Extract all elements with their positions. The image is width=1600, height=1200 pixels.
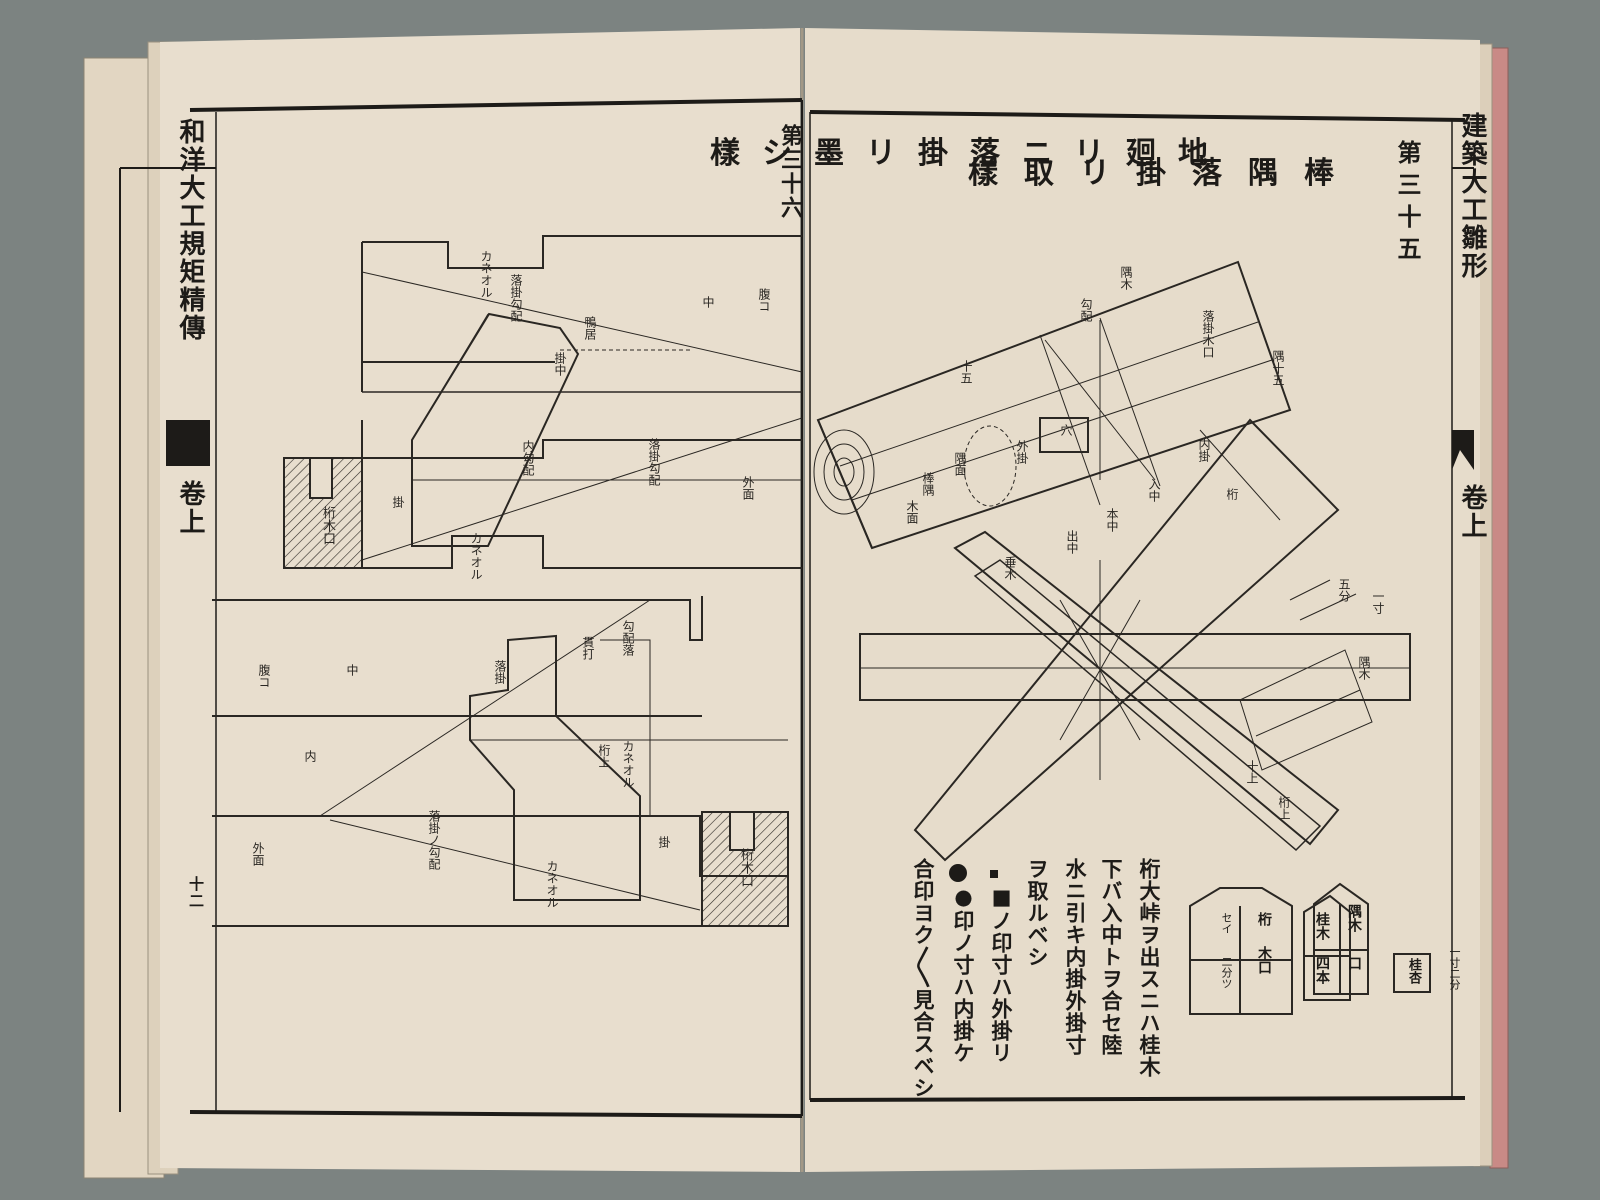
note-line-2: 下バ入中トヲ合セ陸 [1099, 858, 1124, 1056]
label-naka-2: 中 [345, 664, 359, 676]
bullet-circle-icon [949, 864, 967, 882]
spine-mark-right [1452, 430, 1474, 470]
label-ochigakari: 落掛 [493, 660, 507, 684]
cell-sumi-ki: 隅木 [1346, 904, 1362, 932]
note-line-5: ■ノ印寸ハ外掛リ [989, 884, 1014, 1064]
label-sotomen-2: 外面 [251, 842, 265, 866]
book-edge-right [1489, 47, 1509, 1169]
note-line-6: ●印ノ寸ハ内掛ケ [951, 884, 976, 1064]
cell-sei: セイ [1220, 912, 1233, 934]
right-page [805, 28, 1480, 1172]
label-keta: 桁 [1225, 488, 1239, 500]
label-sumi-ki-2: 隅木 [1357, 656, 1371, 680]
left-spine-volume: 卷上 [175, 480, 205, 536]
label-ochigakari-kobai-2: 落掛勾配 [647, 438, 661, 486]
label-kake-2: 掛 [657, 836, 671, 848]
label-jugo-ue: 十上 [1245, 760, 1259, 784]
note-line-7: 合印ヨク〳〵見合スベシ [911, 858, 936, 1099]
cell-taruki: 桂木 [1314, 912, 1330, 940]
right-frame [809, 110, 1474, 1102]
label-ochigakari-kiguchi: 落掛木口 [1201, 310, 1215, 358]
right-spine-volume: 卷上 [1457, 484, 1487, 540]
label-haraku-2: 腹コ [257, 664, 271, 688]
label-sumi-jugo: 隅十五 [1271, 350, 1285, 386]
left-page-number: 第三十六 [777, 124, 803, 220]
cell-kuchi: 口 [1346, 956, 1362, 970]
left-spine-title: 和洋大工規矩精傳 [175, 118, 205, 342]
label-keta-ue: 桁上 [597, 744, 611, 768]
label-kaneori-1: カネオル [479, 250, 493, 298]
label-kake: 掛 [391, 496, 405, 508]
label-sotokake: 外掛 [1015, 440, 1029, 464]
label-nukiuchi: 貫打 [581, 636, 595, 660]
left-page-title: 地廻リニ落掛リ墨シ樣 [710, 136, 1230, 171]
cell-nibu: 二分ツ [1220, 956, 1233, 989]
label-kobai-ochi: 勾配落 [621, 620, 635, 656]
cell-sunbu: 一寸二分 [1448, 946, 1461, 990]
note-line-3: 水ニ引キ内掛外掛寸 [1063, 858, 1088, 1056]
left-frame [119, 98, 803, 1118]
label-kakenaka: 掛中 [553, 352, 567, 376]
label-sumi-ki: 隅木 [1119, 266, 1133, 290]
label-uchi-kake: 内掛 [1197, 438, 1211, 462]
label-bo-sumi: 棒隅 [921, 472, 935, 496]
note-line-1: 桁大峠ヲ出スニハ桂木 [1137, 858, 1162, 1078]
label-jugo: 十五 [959, 360, 973, 384]
label-ochigakari-kobai-3: 落掛ノ勾配 [427, 810, 441, 870]
left-spine-pages: 十二 [187, 876, 205, 910]
label-gobu: 五分 [1337, 578, 1351, 602]
label-naka: 中 [701, 296, 715, 308]
label-kimen: 木面 [905, 500, 919, 524]
right-diagram [813, 260, 1411, 862]
label-kaneori-4: カネオル [545, 860, 559, 908]
right-page-title: 棒隅落掛リ取樣 [968, 156, 1360, 191]
cross-section-diagrams [1189, 882, 1431, 1015]
left-diagram-bottom [212, 596, 788, 927]
label-de-naka: 出中 [1065, 530, 1079, 554]
label-keta-ue: 桁上 [1277, 796, 1291, 820]
label-taruki: 垂木 [1003, 556, 1017, 580]
label-iri-naka: 入中 [1147, 478, 1161, 502]
label-uchi: 内 [303, 750, 317, 762]
cell-yonhon: 四本 [1314, 956, 1330, 984]
label-keta-kiguchi-2: 桁木口 [738, 848, 753, 887]
spine-mark-left [166, 420, 210, 466]
label-kobai: 勾配 [1079, 298, 1093, 322]
label-sotomen: 外面 [741, 476, 755, 500]
label-kamonoi: 鴨居 [583, 316, 597, 340]
cell-kiguchi: 木口 [1256, 946, 1272, 974]
note-line-4: ヲ取ルベシ [1025, 858, 1050, 968]
right-spine-title: 建築大工雛形 [1457, 112, 1487, 280]
label-ana: 穴 [1059, 424, 1073, 436]
label-ichisun: 一寸 [1371, 590, 1385, 614]
label-hon-naka: 本中 [1105, 508, 1119, 532]
label-kaneori-3: カネオル [621, 740, 635, 788]
label-sumi-men: 隅面 [953, 452, 967, 476]
label-kaneori-2: カネオル [469, 532, 483, 580]
right-page-number: 第三十五 [1393, 140, 1422, 268]
label-keta-kiguchi: 桁木口 [320, 506, 335, 545]
cell-keta: 桁 [1256, 912, 1272, 926]
label-uchi-kobai: 内勾配 [521, 440, 535, 476]
cell-taruki-2: 桂杏 [1406, 958, 1421, 984]
label-haraku: 腹コ [757, 288, 771, 312]
bullet-square-icon [990, 870, 998, 878]
label-ochigakari-kobai: 落掛勾配 [509, 274, 523, 322]
